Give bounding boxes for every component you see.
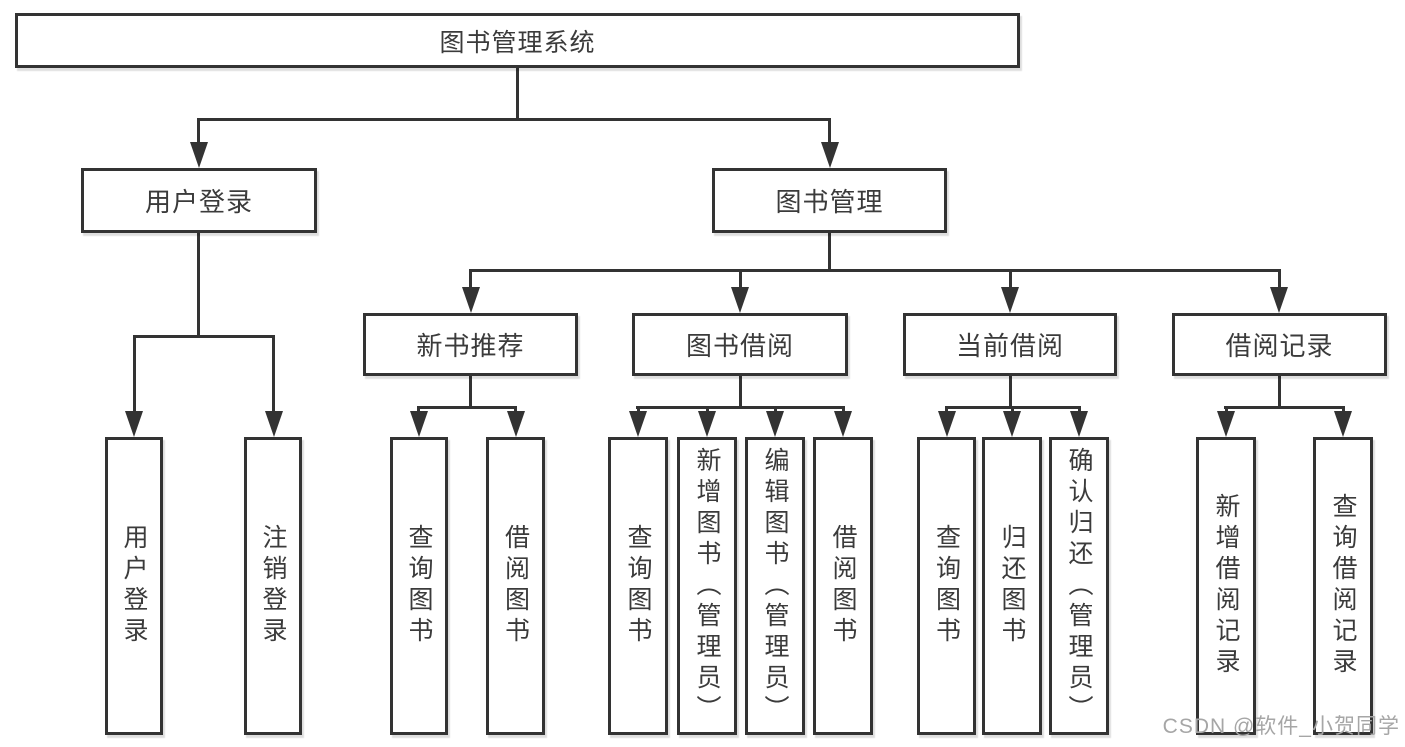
leaf-query-borrow-record: 查询借阅记录 (1313, 437, 1373, 735)
leaf-query-books-current: 查询图书 (917, 437, 976, 735)
leaf-add-borrow-record: 新增借阅记录 (1196, 437, 1256, 735)
connector-recommend-crossbar (417, 406, 517, 409)
node-book-management: 图书管理 (712, 168, 947, 233)
connector-stub-user-login (197, 118, 200, 148)
node-book-borrow: 图书借阅 (632, 313, 848, 376)
arrowhead-edit-book (766, 411, 784, 437)
watermark-text: CSDN @软件_小贺同学 (1162, 715, 1400, 738)
arrowhead-add-book (698, 411, 716, 437)
node-current-borrow: 当前借阅 (903, 313, 1117, 376)
connector-book-management-crossbar (469, 269, 1281, 272)
connector-stub-book-borrow (739, 269, 742, 290)
arrowhead-query-borrow-record (1334, 411, 1352, 437)
leaf-user-login: 用户登录 (105, 437, 163, 735)
leaf-return-book: 归还图书 (982, 437, 1042, 735)
connector-records-trunk (1278, 376, 1281, 408)
leaf-query-books-recommend: 查询图书 (390, 437, 448, 735)
connector-recommend-trunk (469, 376, 472, 408)
arrowhead-borrow-books-recommend (507, 411, 525, 437)
connector-current-trunk (1009, 376, 1012, 408)
arrowhead-leaf-user-login (125, 411, 143, 437)
connector-stub-edit-book (774, 406, 777, 414)
connector-records-crossbar (1224, 406, 1344, 409)
leaf-confirm-return-admin: 确认归还（管理员） (1049, 437, 1109, 735)
connector-stub-borrow-books-recommend (514, 406, 517, 414)
connector-stub-current-borrow (1009, 269, 1012, 290)
arrowhead-book-borrow (731, 287, 749, 313)
arrowhead-leaf-logout (265, 411, 283, 437)
arrowhead-current-borrow (1001, 287, 1019, 313)
connector-stub-return-book (1011, 406, 1014, 414)
connector-borrow-trunk (739, 376, 742, 408)
connector-stub-book-management (828, 118, 831, 148)
connector-stub-query-books-recommend (417, 406, 420, 414)
connector-book-management-trunk (828, 233, 831, 271)
connector-stub-leaf-user-login (133, 335, 136, 413)
node-borrow-records: 借阅记录 (1172, 313, 1387, 376)
leaf-add-book-admin: 新增图书（管理员） (677, 437, 737, 735)
node-root-library-system: 图书管理系统 (15, 13, 1020, 68)
arrowhead-return-book (1003, 411, 1021, 437)
node-new-book-recommend: 新书推荐 (363, 313, 578, 376)
leaf-logout: 注销登录 (244, 437, 302, 735)
arrowhead-new-book-recommend (462, 287, 480, 313)
connector-stub-new-book-recommend (469, 269, 472, 290)
connector-stub-leaf-logout (272, 335, 275, 413)
leaf-query-books-borrow: 查询图书 (608, 437, 668, 735)
node-user-login: 用户登录 (81, 168, 317, 233)
connector-stub-borrow-records (1278, 269, 1281, 290)
arrowhead-confirm-return (1070, 411, 1088, 437)
arrowhead-query-books-current (938, 411, 956, 437)
connector-root-crossbar (197, 118, 831, 121)
connector-stub-query-books-borrow (637, 406, 640, 414)
arrowhead-borrow-records (1270, 287, 1288, 313)
connector-user-login-trunk (197, 233, 200, 337)
connector-borrow-crossbar (636, 406, 844, 409)
connector-stub-query-borrow-record (1342, 406, 1345, 414)
leaf-borrow-books-borrow: 借阅图书 (813, 437, 873, 735)
leaf-borrow-books-recommend: 借阅图书 (486, 437, 545, 735)
connector-stub-confirm-return (1078, 406, 1081, 414)
connector-stub-add-book (706, 406, 709, 414)
arrowhead-add-borrow-record (1217, 411, 1235, 437)
connector-stub-add-borrow-record (1225, 406, 1228, 414)
connector-stub-borrow-books-borrow (842, 406, 845, 414)
connector-stub-query-books-current (945, 406, 948, 414)
arrowhead-query-books-borrow (629, 411, 647, 437)
arrowhead-query-books-recommend (410, 411, 428, 437)
leaf-edit-book-admin: 编辑图书（管理员） (745, 437, 805, 735)
arrowhead-user-login (190, 142, 208, 168)
arrowhead-book-management (821, 142, 839, 168)
arrowhead-borrow-books-borrow (834, 411, 852, 437)
connector-root-trunk (516, 68, 519, 121)
connector-user-login-crossbar (133, 335, 275, 338)
